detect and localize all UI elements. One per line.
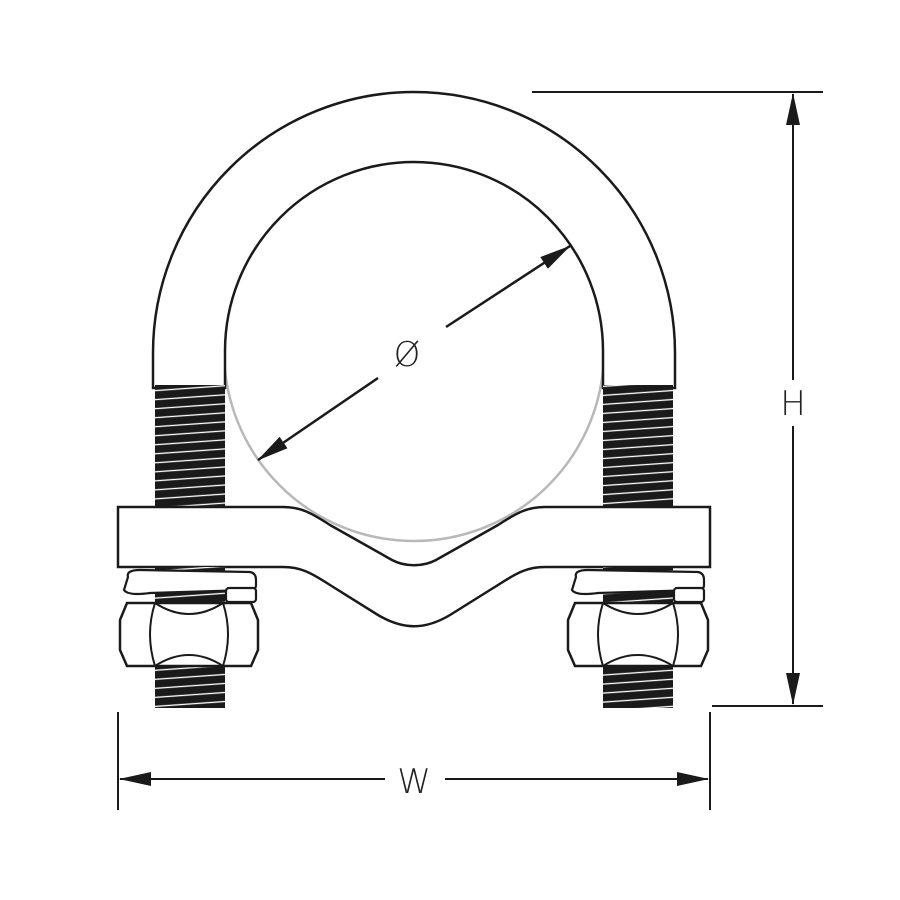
right-thread-lower [603, 662, 673, 708]
left-hex-nut [118, 601, 260, 668]
left-lock-washer [122, 567, 258, 607]
right-lock-washer [570, 567, 706, 607]
right-thread-upper [603, 385, 673, 507]
height-label: H [780, 384, 806, 424]
width-dimension [117, 712, 711, 810]
diameter-dimension [257, 244, 571, 462]
right-hex-nut [566, 601, 710, 668]
left-thread-lower [155, 662, 225, 708]
width-label: W [397, 762, 431, 802]
diameter-label: Ø [394, 335, 421, 375]
height-dimension [532, 91, 823, 707]
diameter-arrow-upper [445, 244, 571, 329]
diameter-arrow-lower [257, 376, 379, 462]
left-thread-upper [155, 385, 225, 507]
u-bolt-body [151, 90, 677, 390]
